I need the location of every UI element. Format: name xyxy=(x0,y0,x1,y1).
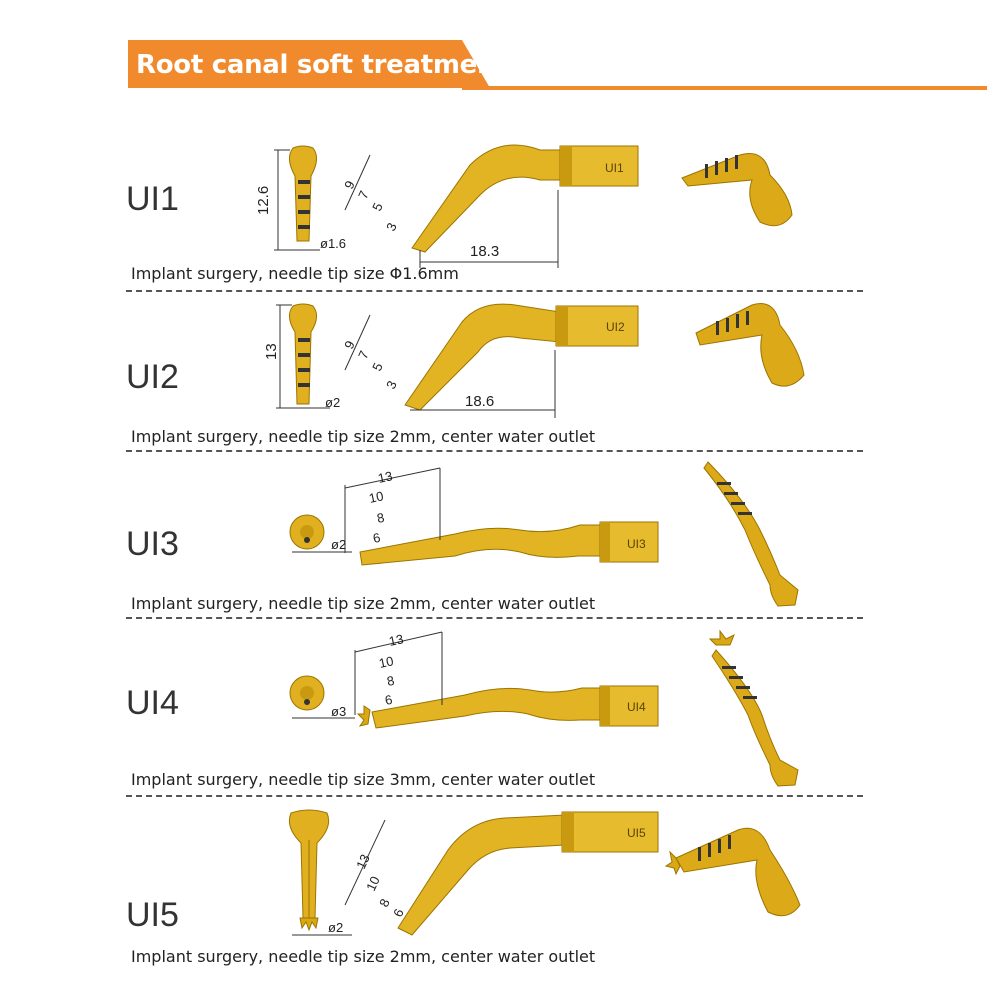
header-ribbon xyxy=(128,40,987,90)
mark-8-ui3: 8 xyxy=(376,510,386,526)
mark-10-ui3: 10 xyxy=(368,488,385,506)
divider xyxy=(126,290,863,292)
diameter-label-ui3: ø2 xyxy=(331,537,346,552)
perspective-view-ui1 xyxy=(681,153,793,227)
length-label-ui1: 12.6 xyxy=(255,186,272,215)
perspective-view-ui4 xyxy=(708,629,799,787)
model-label-ui5: UI5 xyxy=(126,896,179,934)
divider xyxy=(126,617,863,619)
side-view-ui5 xyxy=(344,811,659,936)
mark-7-ui2: 7 xyxy=(355,348,372,361)
front-view-ui2 xyxy=(276,303,330,409)
front-view-ui4 xyxy=(289,675,355,719)
mark-6-ui4: 6 xyxy=(384,692,394,708)
perspective-view-ui5 xyxy=(664,827,801,917)
reach-label-ui1: 18.3 xyxy=(470,243,499,260)
mark-5-ui1: 5 xyxy=(369,200,386,213)
front-view-ui3 xyxy=(289,514,352,553)
header-banner: Root canal soft treatment xyxy=(0,0,1000,100)
side-view-ui2 xyxy=(344,303,639,418)
mark-9-ui1: 9 xyxy=(341,178,358,191)
mark-9-ui2: 9 xyxy=(341,338,358,351)
mark-13-ui4: 13 xyxy=(388,631,405,649)
caption-ui2: Implant surgery, needle tip size 2mm, ce… xyxy=(131,427,596,446)
perspective-view-ui2 xyxy=(695,303,805,387)
reach-label-ui2: 18.6 xyxy=(465,393,494,410)
shank-tag-ui5: UI5 xyxy=(627,826,646,840)
divider xyxy=(126,450,863,452)
mark-13-ui5: 13 xyxy=(353,852,373,871)
diameter-label-ui2: ø2 xyxy=(325,395,340,410)
caption-ui3: Implant surgery, needle tip size 2mm, ce… xyxy=(131,594,596,613)
page-title: Root canal soft treatment xyxy=(136,50,508,80)
shank-tag-ui1: UI1 xyxy=(605,161,624,175)
perspective-view-ui3 xyxy=(703,461,799,607)
model-label-ui4: UI4 xyxy=(126,684,179,722)
mark-10-ui4: 10 xyxy=(378,653,395,671)
mark-13-ui3: 13 xyxy=(377,468,394,486)
caption-ui1: Implant surgery, needle tip size Φ1.6mm xyxy=(131,264,459,283)
diameter-label-ui5: ø2 xyxy=(328,920,343,935)
model-label-ui1: UI1 xyxy=(126,180,179,218)
mark-6-ui3: 6 xyxy=(372,530,382,546)
model-label-ui2: UI2 xyxy=(126,358,179,396)
mark-5-ui2: 5 xyxy=(369,360,386,373)
side-view-ui4 xyxy=(354,631,659,729)
length-label-ui2: 13 xyxy=(263,343,280,360)
divider xyxy=(126,795,863,797)
diameter-label-ui1: ø1.6 xyxy=(320,236,346,251)
mark-7-ui1: 7 xyxy=(355,188,372,201)
side-view-ui1 xyxy=(344,144,639,268)
shank-tag-ui2: UI2 xyxy=(606,320,625,334)
shank-tag-ui4: UI4 xyxy=(627,700,646,714)
shank-tag-ui3: UI3 xyxy=(627,537,646,551)
front-view-ui5 xyxy=(288,809,352,936)
mark-3-ui1: 3 xyxy=(383,220,400,233)
mark-3-ui2: 3 xyxy=(383,378,400,391)
mark-8-ui4: 8 xyxy=(386,673,396,689)
caption-ui4: Implant surgery, needle tip size 3mm, ce… xyxy=(131,770,596,789)
mark-10-ui5: 10 xyxy=(363,874,383,893)
front-view-ui1 xyxy=(274,145,320,251)
side-view-ui3 xyxy=(344,467,659,566)
model-label-ui3: UI3 xyxy=(126,525,179,563)
caption-ui5: Implant surgery, needle tip size 2mm, ce… xyxy=(131,947,596,966)
mark-8-ui5: 8 xyxy=(376,896,393,909)
diameter-label-ui4: ø3 xyxy=(331,704,346,719)
mark-6-ui5: 6 xyxy=(390,906,407,919)
